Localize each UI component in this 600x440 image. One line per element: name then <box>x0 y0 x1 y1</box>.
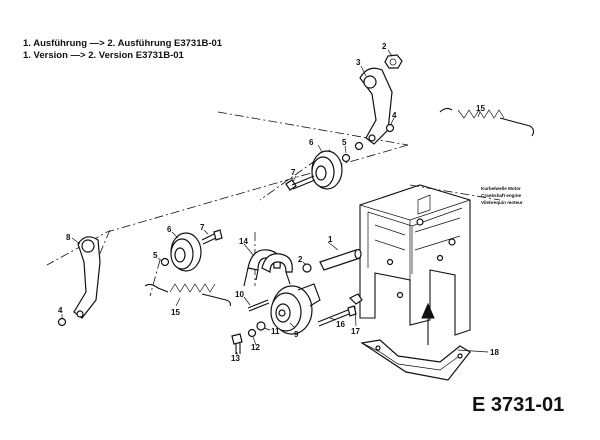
belt-guide <box>243 249 293 287</box>
pulley-upper <box>311 150 351 190</box>
long-bolt <box>317 305 357 327</box>
engine-note-de: Kurbelwelle Motor <box>481 186 521 191</box>
callout-1: 1 <box>328 235 333 244</box>
nut-right <box>348 293 363 305</box>
callout-16: 16 <box>336 320 345 329</box>
washer-small <box>256 321 266 331</box>
belt-guard-bracket <box>360 339 471 381</box>
callout-10: 10 <box>235 290 244 299</box>
callout-18: 18 <box>490 348 499 357</box>
callout-9: 9 <box>294 330 299 339</box>
pin <box>247 299 270 312</box>
pulley-lower <box>170 232 202 272</box>
callout-2-middle: 2 <box>298 255 303 264</box>
callout-4-lower: 4 <box>58 306 63 315</box>
callout-4-top: 4 <box>392 111 397 120</box>
version-note-de: 1. Ausführung —> 2. Ausführung E3731B-01 <box>23 38 223 49</box>
callout-2-top: 2 <box>382 42 387 51</box>
callout-3: 3 <box>356 58 361 67</box>
callout-5-lower: 5 <box>153 251 158 260</box>
nut-top <box>384 54 403 69</box>
engine-frame <box>359 184 471 336</box>
spring-upper <box>439 107 535 137</box>
nut-lower-left <box>160 257 170 267</box>
crankshaft-arrow <box>421 302 435 345</box>
version-note-en: 1. Version —> 2. Version E3731B-01 <box>23 50 184 61</box>
upper-tensioner-arm <box>359 67 393 145</box>
callout-7-top: 7 <box>291 168 296 177</box>
nut-upper <box>354 141 364 151</box>
drive-pulley <box>270 283 321 335</box>
leader-lines <box>61 49 489 356</box>
callout-15-top: 15 <box>476 104 485 113</box>
callout-numbers: 2 3 4 15 5 6 7 8 6 7 5 14 1 2 4 15 10 9 … <box>58 42 499 363</box>
spring-lower <box>144 283 232 307</box>
diagram-code: E 3731-01 <box>472 394 565 416</box>
bolt-bottom <box>231 333 243 354</box>
engine-note-fr: Vilebrequin moteur <box>481 200 523 205</box>
nut-upper-right <box>385 123 395 133</box>
bolt-lower <box>201 229 223 245</box>
shaft <box>319 248 362 271</box>
bolt-upper <box>285 175 316 191</box>
callout-7-lower: 7 <box>200 223 205 232</box>
callout-8: 8 <box>66 233 71 242</box>
callout-17: 17 <box>351 327 360 336</box>
nut-lower-arm <box>57 317 67 327</box>
lower-tensioner-arm <box>73 236 101 319</box>
callout-6-top: 6 <box>309 138 314 147</box>
washer-middle <box>302 263 312 273</box>
engine-note-en: Crankshaft engine <box>481 193 522 198</box>
callout-6-lower: 6 <box>167 225 172 234</box>
engine-note: Kurbelwelle Motor Crankshaft engine Vile… <box>481 186 523 205</box>
callout-11: 11 <box>271 327 280 336</box>
callout-14: 14 <box>239 237 248 246</box>
callout-15-lower: 15 <box>171 308 180 317</box>
callout-12: 12 <box>251 343 260 352</box>
callout-5-top: 5 <box>342 138 347 147</box>
callout-13: 13 <box>231 354 240 363</box>
nut-small <box>247 328 257 338</box>
